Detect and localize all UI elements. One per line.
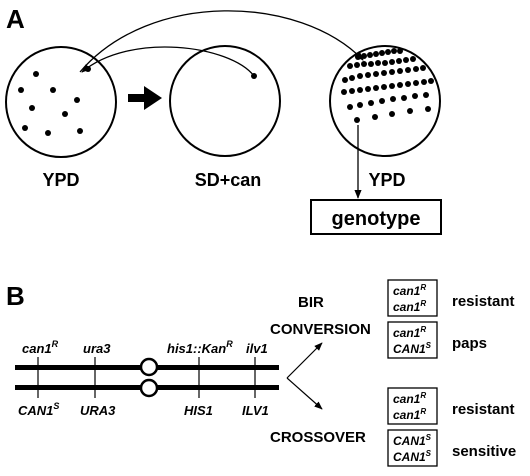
genotype-box-4: CAN1S CAN1S <box>387 429 438 467</box>
locus-his1kan-label: his1::KanR <box>167 339 233 356</box>
outcome-crossover: CROSSOVER <box>270 429 366 446</box>
genotype-box-1: can1R can1R <box>387 279 438 317</box>
locus-can1-label: can1R <box>22 339 59 356</box>
svg-text:can1R: can1R <box>393 283 426 298</box>
genotype-box-3: can1R can1R <box>387 387 438 425</box>
plate-3-caption: YPD <box>368 170 405 190</box>
locus-ilv1-label: ilv1 <box>246 341 268 356</box>
svg-text:can1R: can1R <box>393 299 426 314</box>
svg-text:can1R: can1R <box>393 391 426 406</box>
locus-URA3-label: URA3 <box>80 403 116 418</box>
branch-arrow-up <box>286 342 323 379</box>
centromere-top <box>139 357 159 377</box>
branch-arrow-down <box>286 377 323 410</box>
plate-2-caption: SD+can <box>195 170 262 190</box>
locus-ura3-label: ura3 <box>83 341 111 356</box>
outcome-conversion: CONVERSION <box>270 321 371 338</box>
chromosome-pair <box>15 357 279 398</box>
phenotype-3: resistant <box>452 401 515 418</box>
plate-ypd-master <box>5 46 117 158</box>
panel-a-label: A <box>6 4 25 34</box>
plate-1-caption: YPD <box>42 170 79 190</box>
genotype-label: genotype <box>332 208 421 230</box>
phenotype-1: resistant <box>452 293 515 310</box>
genotype-box <box>310 199 442 235</box>
svg-text:CAN1S: CAN1S <box>393 341 432 356</box>
colonies-master <box>18 66 91 136</box>
streak-arrow <box>79 10 364 73</box>
plate-ypd-streak <box>329 45 441 157</box>
svg-text:CAN1S: CAN1S <box>393 433 432 448</box>
locus-CAN1-label: CAN1S <box>18 401 59 418</box>
pick-colony-arrow <box>81 46 255 77</box>
locus-HIS1-label: HIS1 <box>184 403 213 418</box>
plate-sd-can <box>169 45 281 157</box>
phenotype-2: paps <box>452 335 487 352</box>
outcome-bir: BIR <box>298 294 324 311</box>
locus-ILV1-label: ILV1 <box>242 403 269 418</box>
centromere-bottom <box>139 378 159 398</box>
genotype-box-2: can1R CAN1S <box>387 321 438 359</box>
svg-text:can1R: can1R <box>393 325 426 340</box>
svg-text:can1R: can1R <box>393 407 426 422</box>
svg-text:CAN1S: CAN1S <box>393 449 432 464</box>
transfer-arrow <box>128 86 162 110</box>
phenotype-4: sensitive <box>452 443 516 460</box>
panel-b-label: B <box>6 281 25 311</box>
